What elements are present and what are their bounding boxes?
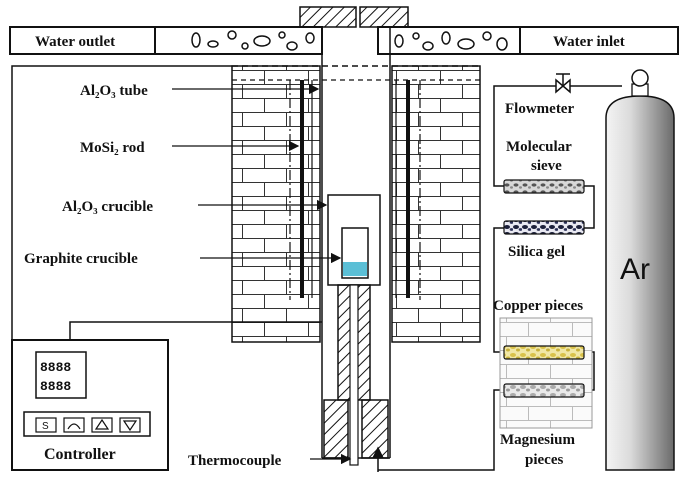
copper-pieces-label: Copper pieces: [493, 298, 583, 314]
up-triangle-icon: [94, 418, 110, 430]
furnace-walls: [231, 65, 481, 343]
magnesium-pieces-label-1: Magnesium: [500, 432, 576, 448]
bottom-block-right: [361, 399, 389, 459]
down-triangle-icon: [122, 420, 138, 432]
top-cap-right: [359, 6, 409, 28]
silica-gel-column: [503, 220, 585, 235]
water-inlet-label: Water inlet: [553, 34, 625, 50]
magnesium-pieces-column: [503, 383, 585, 398]
flowmeter-label: Flowmeter: [505, 101, 574, 117]
gas-label: Ar: [620, 253, 650, 286]
arc-icon: [67, 423, 81, 430]
display-bottom-value: 8888: [40, 379, 71, 394]
bottom-block-left: [323, 399, 349, 459]
molecular-sieve-label-2: sieve: [531, 158, 562, 174]
graphite-crucible-label: Graphite crucible: [24, 251, 138, 267]
controller: 8888 8888 S Controller: [11, 339, 169, 471]
controller-arc-button[interactable]: [63, 417, 85, 433]
gas-pipes: [378, 85, 622, 471]
melt-liquid: [343, 262, 367, 276]
controller-label: Controller: [44, 446, 116, 463]
al2o3-tube-label: Al₂O₃ tube: [80, 83, 148, 99]
top-cap-left: [299, 6, 357, 28]
water-outlet-label: Water outlet: [35, 34, 115, 50]
water-jacket: [9, 26, 679, 55]
controller-display: [35, 351, 87, 399]
molecular-sieve-column: [503, 179, 585, 194]
valve-icon[interactable]: [555, 73, 571, 94]
al2o3-crucible-label: Al₂O₃ crucible: [62, 199, 153, 215]
silica-gel-label: Silica gel: [508, 244, 565, 260]
regulator-icon[interactable]: [631, 69, 649, 87]
thermocouple-sheath: [349, 284, 359, 466]
controller-s-button[interactable]: [35, 417, 57, 433]
molecular-sieve-label-1: Molecular: [506, 139, 572, 155]
purifier-furnace: [499, 317, 593, 429]
magnesium-pieces-label-2: pieces: [525, 452, 563, 468]
copper-pieces-column: [503, 345, 585, 360]
display-top-value: 8888: [40, 360, 71, 375]
mosi2-rod-label: MoSi₂ rod: [80, 140, 145, 156]
thermocouple-label: Thermocouple: [188, 453, 282, 469]
s-button-label: S: [42, 421, 49, 432]
argon-cylinder: Ar: [605, 69, 675, 471]
